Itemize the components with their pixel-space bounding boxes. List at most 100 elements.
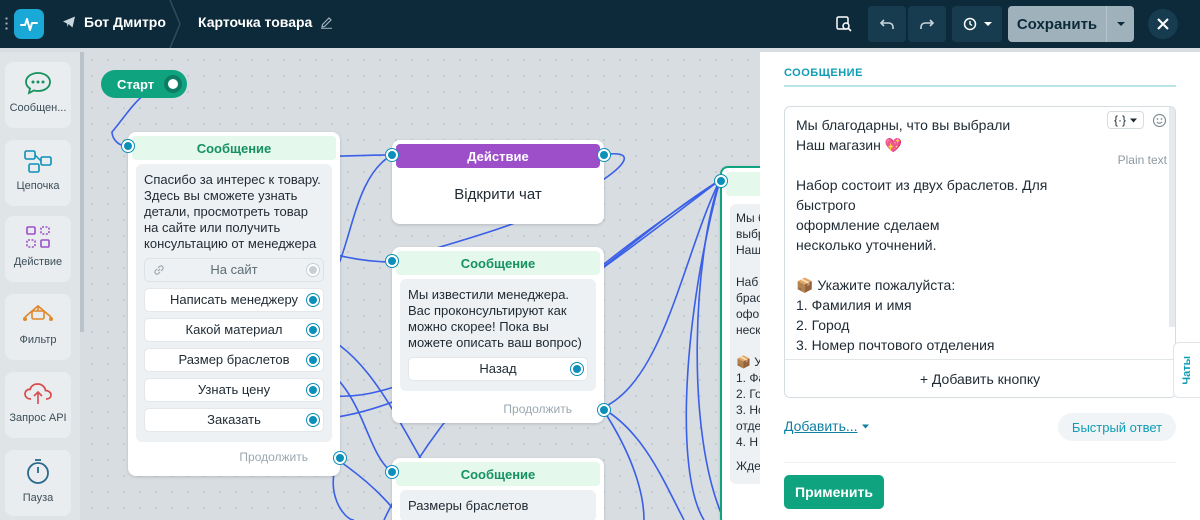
node-button-site[interactable]: На сайт [144,258,324,282]
page-title: Карточка товара [198,14,333,30]
redo-icon [920,19,935,29]
node-button-order[interactable]: Заказать [144,408,324,432]
continue-port[interactable] [334,452,346,464]
close-button[interactable] [1148,9,1178,39]
output-port[interactable] [307,354,319,366]
start-port[interactable] [164,75,182,93]
palette-item-api[interactable]: Запрос API [5,372,71,438]
drag-grip-icon[interactable] [5,16,8,32]
node-title: Сообщение [396,462,600,486]
redo-button[interactable] [908,6,946,42]
node-body: Размеры браслетов [400,490,596,520]
palette-item-pause[interactable]: Пауза [5,450,71,516]
panel-title: СООБЩЕНИЕ [784,67,863,79]
quick-reply-button[interactable]: Быстрый ответ [1058,413,1176,441]
node-button-manager[interactable]: Написать менеджеру [144,288,324,312]
node-body: Мы б выбр Наш Наб брас офо неск 📦 У 1. Ф… [730,204,760,484]
output-port[interactable] [571,363,583,375]
undo-button[interactable] [868,6,906,42]
message-node-selected[interactable]: Мы б выбр Наш Наб брас офо неск 📦 У 1. Ф… [715,166,760,520]
node-continue-label: Продолжить [503,402,572,416]
save-button-group: Сохранить [1008,6,1134,42]
chevron-down-icon [861,424,869,428]
node-message-text: Размеры браслетов [408,498,529,513]
code-braces-icon: {·} [1113,113,1126,127]
output-port[interactable] [307,384,319,396]
format-dropdown[interactable]: {·} [1106,111,1144,129]
message-node-2[interactable]: Сообщение Мы известили менеджера. Вас пр… [386,247,610,423]
add-content-dropdown[interactable]: Добавить... [784,418,869,434]
emoji-icon[interactable] [1152,113,1167,128]
message-node-1[interactable]: Сообщение Спасибо за интерес к товару. З… [122,132,346,476]
history-button[interactable] [952,6,1002,42]
output-port[interactable] [307,414,319,426]
node-message-text: Мы известили менеджера. Вас проконсульти… [408,287,582,350]
palette-item-chain[interactable]: Цепочка [5,140,71,206]
save-options-button[interactable] [1106,6,1134,42]
editor-scrollbar[interactable] [1169,107,1175,327]
link-icon [154,265,164,275]
edit-pencil-icon[interactable] [320,16,333,29]
action-label: Відкрити чат [454,186,542,203]
filter-icon [23,304,53,321]
flow-canvas[interactable]: Старт Сообщение Спасибо за интерес к тов… [84,52,760,520]
save-button[interactable]: Сохранить [1016,15,1098,33]
bot-name: Бот Дмитро [84,14,166,30]
preview-icon [836,16,852,32]
output-port[interactable] [307,324,319,336]
preview-button[interactable] [826,6,862,42]
editor-tools: {·} [1106,111,1167,129]
chevron-down-icon [984,22,992,26]
chevron-down-icon [1130,118,1137,122]
action-node[interactable]: Действие Відкрити чат [386,140,610,224]
node-title: Сообщение [132,136,336,160]
node-message-text: Спасибо за интерес к товару. Здесь вы см… [144,172,321,251]
message-node-3[interactable]: Сообщение Размеры браслетов [386,458,604,520]
bot-breadcrumb[interactable]: Бот Дмитро [62,14,166,30]
chat-bubble-icon [25,72,51,95]
node-title [726,172,760,196]
input-port[interactable] [386,149,398,161]
node-button-size[interactable]: Размер браслетов [144,348,324,372]
output-port[interactable] [307,264,319,276]
palette-item-action[interactable]: Действие [5,216,71,282]
node-button-material[interactable]: Какой материал [144,318,324,342]
app-logo-icon[interactable] [14,9,44,39]
message-editor[interactable]: Мы благодарны, что вы выбрали Наш магази… [784,106,1176,398]
chain-icon [24,150,52,173]
text-mode-label: Plain text [1117,153,1167,167]
history-icon [963,17,977,31]
input-port[interactable] [715,175,727,187]
input-port[interactable] [386,255,398,267]
properties-panel: СООБЩЕНИЕ Мы благодарны, что вы выбрали … [760,52,1200,520]
input-port[interactable] [386,466,398,478]
node-continue-label: Продолжить [239,450,308,464]
message-text-area[interactable]: Мы благодарны, что вы выбрали Наш магази… [796,117,1048,353]
output-port[interactable] [307,294,319,306]
breadcrumb-separator-icon [169,0,181,48]
undo-icon [879,19,894,29]
wire-node3-continue [601,407,685,520]
panel-title-rule [784,85,1176,87]
node-title: Действие [396,144,600,168]
api-cloud-icon [24,383,52,404]
telegram-icon [63,16,75,28]
node-body: Спасибо за интерес к товару. Здесь вы см… [136,164,332,442]
apply-button[interactable]: Применить [784,475,884,509]
palette-scrollbar[interactable] [80,52,84,332]
input-port[interactable] [122,140,134,152]
palette-item-filter[interactable]: Фильтр [5,294,71,360]
start-node[interactable]: Старт [101,70,187,98]
add-button-button[interactable]: + Добавить кнопку [785,359,1175,397]
node-body: Мы известили менеджера. Вас проконсульти… [400,279,596,391]
continue-port[interactable] [598,404,610,416]
panel-divider [784,462,1176,463]
output-port[interactable] [598,149,610,161]
palette-item-message[interactable]: Сообщен... [5,62,71,128]
node-title: Сообщение [396,251,600,275]
block-palette: Сообщен... Цепочка Действие Фильтр Запро… [0,52,80,520]
node-button-price[interactable]: Узнать цену [144,378,324,402]
node-button-back[interactable]: Назад [408,357,588,381]
chats-side-tab[interactable]: Чаты [1173,342,1200,398]
top-bar: Бот Дмитро Карточка товара Сохранить [0,0,1200,48]
